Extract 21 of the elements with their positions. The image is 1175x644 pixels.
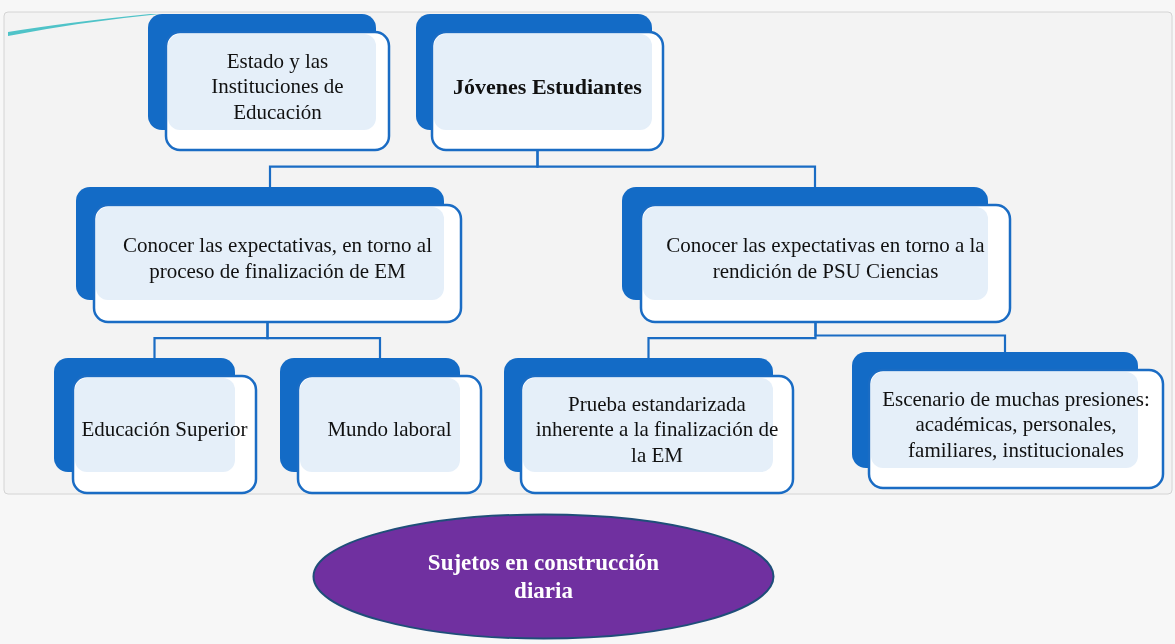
layered-box [280, 358, 481, 493]
layered-box [148, 14, 389, 150]
layered-box [76, 187, 461, 322]
ellipse-label: Sujetos en construcción diaria [426, 548, 661, 605]
connector-line [536, 150, 817, 187]
layered-box [54, 358, 256, 493]
box-label: Estado y las Instituciones de Educación [210, 48, 345, 126]
ellipse-node [312, 513, 775, 640]
connector-line [266, 322, 382, 358]
box-label: Educación Superior [80, 416, 249, 444]
box-label: Jóvenes Estudiantes [452, 72, 643, 101]
layered-box [622, 187, 1010, 322]
connector-line [814, 322, 1007, 352]
box-label: Conocer las expectativas en torno a la rendición de PSU Ciencias [665, 232, 986, 285]
layered-box [416, 14, 663, 150]
box-label: Mundo laboral [326, 416, 453, 444]
box-label: Prueba estandarizada inherente a la finalización de la EM [534, 391, 780, 469]
box-label: Conocer las expectativas, en torno al proceso de finalización de EM [121, 232, 434, 285]
box-label: Escenario de muchas presiones: académicas, personales, familiares, institucionales [881, 386, 1151, 464]
layered-box [852, 352, 1163, 488]
layered-box [504, 358, 793, 493]
